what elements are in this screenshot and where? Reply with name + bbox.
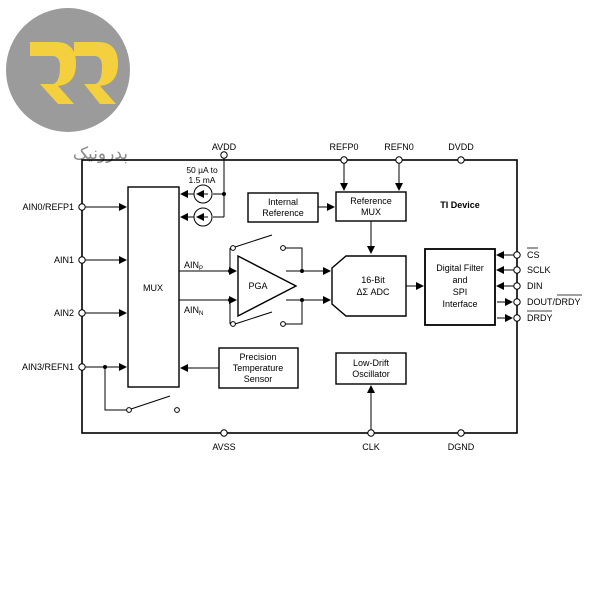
digital-line2: and <box>452 275 467 285</box>
pin-label-ain2: AIN2 <box>54 308 74 318</box>
pin-dvdd <box>457 156 465 164</box>
pin-label-din: DIN <box>527 281 543 291</box>
current-range-line2: 1.5 mA <box>189 175 216 185</box>
pga-label: PGA <box>248 281 267 291</box>
reference-mux-line2: MUX <box>361 207 381 217</box>
device-name: TI Device <box>440 200 480 210</box>
pin-ain2 <box>78 309 86 317</box>
adc-line2: ΔΣ ADC <box>356 287 390 297</box>
adc-line1: 16-Bit <box>361 275 385 285</box>
oscillator-block <box>335 352 407 385</box>
pin-label-cs: CS <box>527 250 540 260</box>
logo-text: پدرونیک <box>73 144 128 164</box>
mux-block <box>127 186 180 388</box>
pin-din <box>513 282 521 290</box>
pin-label-avdd: AVDD <box>212 142 237 152</box>
reference-mux-block <box>335 191 407 222</box>
pin-sclk <box>513 266 521 274</box>
digital-line3: SPI <box>453 287 468 297</box>
mux-label: MUX <box>143 283 163 293</box>
pin-label-dgnd: DGND <box>448 442 475 452</box>
pin-label-refp0: REFP0 <box>329 142 358 152</box>
pga-bypass-switch-bottom <box>234 311 273 325</box>
ainn-label: AINN <box>184 305 203 317</box>
pin-label-dout: DOUT/DRDY <box>527 297 581 307</box>
pin-label-refn0: REFN0 <box>384 142 414 152</box>
internal-reference-line2: Reference <box>262 208 304 218</box>
digital-line4: Interface <box>442 299 477 309</box>
current-sources: 50 µA to 1.5 mA <box>180 158 226 227</box>
temperature-sensor-block <box>218 347 299 389</box>
pin-ain1 <box>78 256 86 264</box>
pin-cs <box>513 251 521 259</box>
ain3-switch <box>130 395 171 410</box>
internal-reference-block <box>247 192 319 223</box>
top-pins: AVDD REFP0 REFN0 DVDD <box>212 142 474 164</box>
digital-line1: Digital Filter <box>436 263 484 273</box>
pin-dgnd <box>457 429 465 437</box>
device-outline <box>81 159 518 434</box>
pin-label-dvdd: DVDD <box>448 142 474 152</box>
oscillator-line2: Oscillator <box>352 369 390 379</box>
pin-avdd <box>220 151 228 159</box>
pin-label-ain3: AIN3/REFN1 <box>22 362 74 372</box>
pin-refp0 <box>340 156 348 164</box>
pin-ain3 <box>78 363 86 371</box>
pin-avss <box>220 429 228 437</box>
pin-label-ain1: AIN1 <box>54 255 74 265</box>
pin-drdy <box>513 314 521 322</box>
pin-ain0 <box>78 203 86 211</box>
adc-block <box>331 255 407 317</box>
temp-line2: Temperature <box>233 363 284 373</box>
ainp-label: AINP <box>184 260 203 272</box>
internal-reference-line1: Internal <box>268 197 298 207</box>
pin-label-clk: CLK <box>362 442 380 452</box>
pin-dout <box>513 298 521 306</box>
logo-mark-right <box>74 42 118 104</box>
logo: پدرونیک <box>6 8 130 164</box>
pin-clk <box>367 429 375 437</box>
reference-mux-line1: Reference <box>350 196 392 206</box>
pga: AINP AINN PGA <box>179 234 331 327</box>
pin-refn0 <box>395 156 403 164</box>
pin-label-drdy: DRDY <box>527 313 553 323</box>
temp-line1: Precision <box>239 352 276 362</box>
oscillator-line1: Low-Drift <box>353 358 390 368</box>
pin-label-avss: AVSS <box>212 442 235 452</box>
pga-triangle <box>237 254 298 318</box>
logo-mark-left <box>30 42 76 104</box>
pin-label-sclk: SCLK <box>527 265 551 275</box>
current-range-line1: 50 µA to <box>186 165 218 175</box>
right-pins: CS SCLK DIN DOUT/DRDY DRDY <box>496 247 582 323</box>
bottom-pins: AVSS CLK DGND <box>212 429 475 452</box>
left-pins: AIN0/REFP1 AIN1 AIN2 AIN3/REFN1 <box>22 202 180 413</box>
pin-label-ain0: AIN0/REFP1 <box>22 202 74 212</box>
temp-line3: Sensor <box>244 374 273 384</box>
digital-filter-spi-block <box>424 248 496 326</box>
pga-bypass-switch-top <box>234 234 273 248</box>
